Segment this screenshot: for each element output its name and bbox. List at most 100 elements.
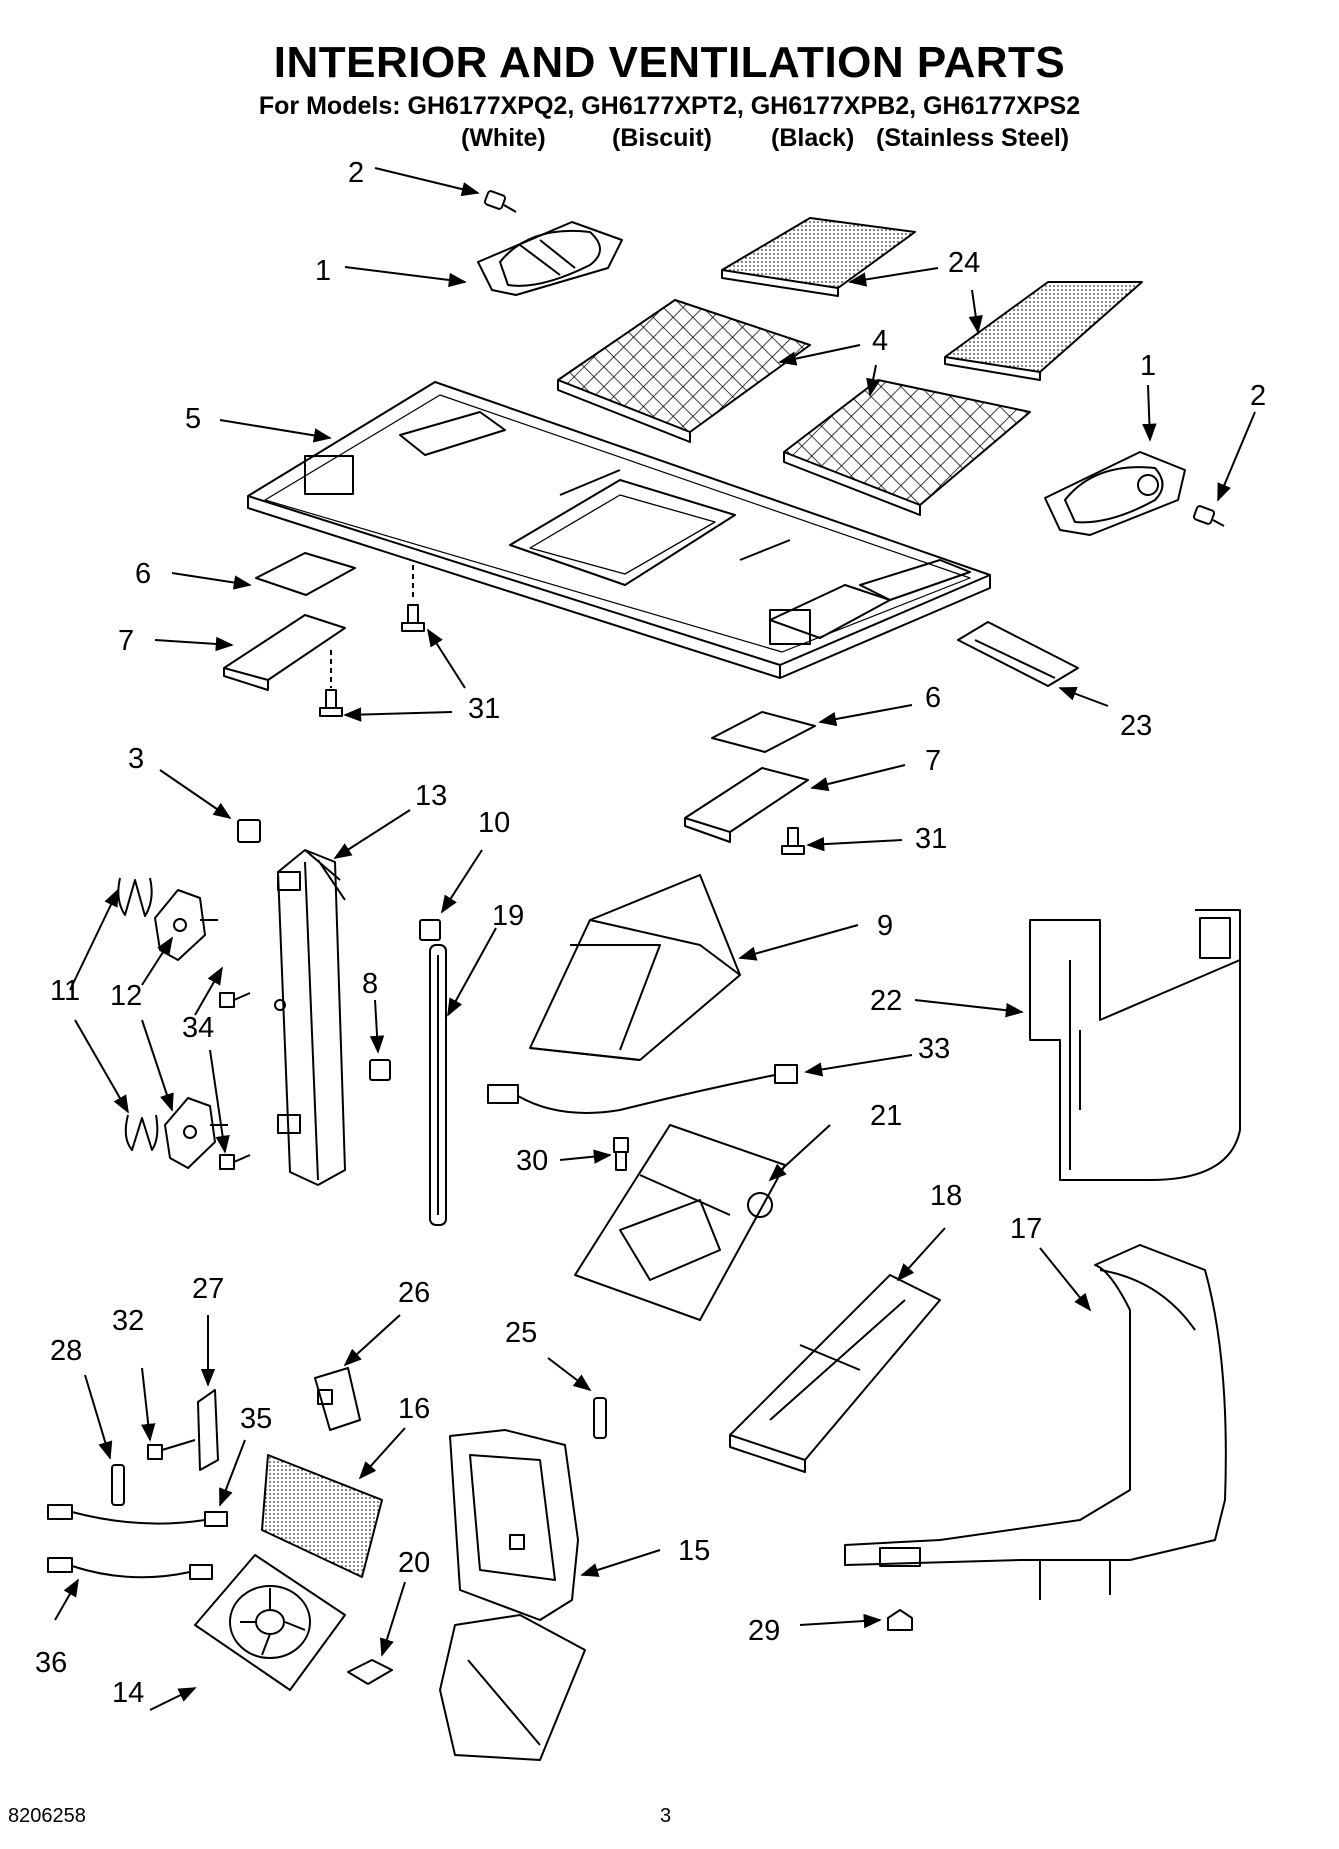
part-2-bulb-right	[1192, 505, 1225, 527]
callout-c14: 14	[112, 1677, 144, 1709]
part-25-fuse	[593, 1397, 607, 1439]
callout-c31a: 31	[468, 693, 500, 725]
part-24-charcoal-filter-b	[944, 281, 1143, 381]
leader-2b	[1217, 411, 1256, 502]
leader-9	[738, 924, 859, 961]
part-13-interlock-bracket	[274, 849, 346, 1186]
part-21-base-plate	[574, 1124, 786, 1321]
callout-c21: 21	[870, 1100, 902, 1132]
callout-c8: 8	[362, 968, 378, 1000]
page-number: 3	[660, 1805, 672, 1827]
callout-c12: 12	[110, 980, 142, 1012]
doc-number: 8206258	[8, 1805, 86, 1827]
part-29-clip	[887, 1609, 913, 1631]
callout-c16: 16	[398, 1393, 430, 1425]
callout-c34: 34	[182, 1012, 214, 1044]
leader-31c	[806, 836, 903, 852]
callout-c29: 29	[748, 1615, 780, 1647]
callout-c22: 22	[870, 985, 902, 1017]
leader-24a	[848, 267, 939, 287]
callout-c2b: 2	[1250, 380, 1266, 412]
part-11-spring-bottom	[124, 1114, 159, 1151]
part-1-light-housing-top	[477, 221, 623, 296]
part-33-wire-harness	[487, 1064, 798, 1114]
callout-c3: 3	[128, 743, 144, 775]
callout-c9: 9	[877, 910, 893, 942]
leader-11a	[69, 888, 119, 991]
callout-c17: 17	[1010, 1213, 1042, 1245]
part-4-grease-filter-b	[783, 379, 1031, 516]
part-7-lens-right	[684, 767, 809, 843]
leader-29	[799, 1613, 882, 1629]
part-5-bottom-plate	[247, 381, 991, 679]
leader-3	[159, 769, 232, 820]
part-11-spring-top	[117, 877, 153, 917]
part-19-rod	[429, 944, 447, 1226]
leader-5	[219, 419, 332, 443]
leader-33	[804, 1054, 913, 1077]
callout-c5: 5	[185, 403, 201, 435]
callout-c4: 4	[872, 325, 888, 357]
part-34-screw-top	[219, 992, 251, 1008]
part-35-wire-harness	[47, 1504, 228, 1527]
callout-c32: 32	[112, 1305, 144, 1337]
callout-c24: 24	[948, 247, 980, 279]
leader-4b	[866, 364, 881, 397]
part-20-clip	[347, 1659, 393, 1685]
leader-19	[447, 927, 497, 1017]
leader-17	[1039, 1247, 1092, 1312]
leader-35	[219, 1439, 246, 1507]
leader-25	[547, 1357, 592, 1392]
variant-black: (Black)	[771, 124, 855, 152]
leader-10	[441, 849, 483, 914]
leader-36	[54, 1578, 79, 1621]
part-10-switch	[419, 919, 441, 941]
callout-c7a: 7	[118, 625, 134, 657]
callout-c13: 13	[415, 780, 447, 812]
leader-7a	[154, 636, 234, 652]
callout-c20: 20	[398, 1547, 430, 1579]
part-17-shroud	[844, 1244, 1227, 1600]
callout-c7b: 7	[925, 745, 941, 777]
part-32-screw	[147, 1439, 196, 1460]
part-24-charcoal-filter-a	[721, 217, 916, 297]
part-30-screw	[613, 1137, 629, 1171]
part-31-screw-a	[401, 604, 425, 632]
part-2-bulb-top	[483, 190, 517, 213]
callout-c23: 23	[1120, 710, 1152, 742]
part-15-control-frame	[439, 1429, 586, 1761]
part-14-fan	[194, 1554, 346, 1691]
leader-11b	[74, 1019, 129, 1114]
part-3-switch	[237, 819, 261, 843]
part-18-tray	[729, 1274, 941, 1473]
leader-32	[141, 1367, 156, 1442]
callout-c6b: 6	[925, 682, 941, 714]
part-16-control-board	[261, 1454, 383, 1578]
part-1-light-housing-right	[1044, 451, 1186, 536]
leader-30	[559, 1149, 612, 1164]
leader-4a	[778, 344, 861, 366]
leader-12a	[141, 936, 173, 986]
part-4-grease-filter-a	[557, 299, 811, 443]
part-12-latch-bottom	[164, 1097, 228, 1169]
part-31-screw-b	[319, 689, 343, 717]
callout-c15: 15	[678, 1535, 710, 1567]
callout-c35: 35	[240, 1403, 272, 1435]
callout-c33: 33	[918, 1033, 950, 1065]
leader-1a	[344, 266, 467, 288]
leader-20	[380, 1581, 406, 1657]
callout-c2a: 2	[348, 157, 364, 189]
leader-6b	[818, 704, 913, 727]
leader-16	[358, 1427, 406, 1480]
leader-21	[768, 1124, 831, 1182]
part-7-lens-left	[223, 614, 346, 691]
part-9-air-guide	[529, 874, 741, 1061]
leader-22	[914, 999, 1024, 1018]
part-23-bracket	[957, 621, 1079, 687]
part-34-screw-bottom	[219, 1154, 251, 1170]
leader-14	[149, 1687, 197, 1711]
callout-c11: 11	[50, 975, 80, 1007]
callout-c26: 26	[398, 1277, 430, 1309]
callout-c18: 18	[930, 1180, 962, 1212]
